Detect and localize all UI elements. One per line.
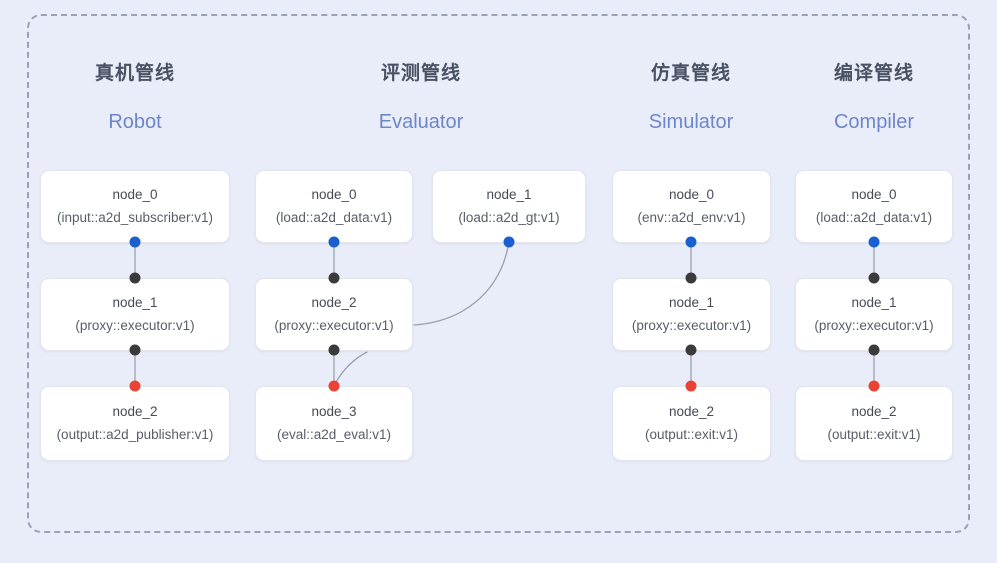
column-heading-simulator: 仿真管线 Simulator bbox=[601, 64, 781, 132]
node-evaluator-node-1[interactable]: node_1 (load::a2d_gt:v1) bbox=[432, 170, 586, 243]
node-name: node_2 bbox=[851, 404, 897, 420]
node-spec: (proxy::executor:v1) bbox=[75, 318, 195, 333]
port-output-evaluator-node-1[interactable] bbox=[503, 236, 515, 248]
edge-eval-gt-to-executor bbox=[413, 241, 510, 326]
node-spec: (input::a2d_subscriber:v1) bbox=[56, 210, 214, 225]
node-compiler-node-1[interactable]: node_1 (proxy::executor:v1) bbox=[795, 278, 953, 351]
column-title-en-evaluator: Evaluator bbox=[378, 111, 464, 133]
node-name: node_2 bbox=[311, 295, 357, 311]
node-name: node_1 bbox=[851, 295, 897, 311]
node-name: node_0 bbox=[668, 187, 715, 203]
node-name: node_3 bbox=[311, 404, 357, 420]
node-compiler-node-2[interactable]: node_2 (output::exit:v1) bbox=[795, 386, 953, 461]
node-spec: (output::exit:v1) bbox=[644, 427, 739, 442]
node-spec: (eval::a2d_eval:v1) bbox=[276, 427, 392, 442]
port-output-compiler-node-1[interactable] bbox=[868, 344, 880, 356]
port-output-compiler-node-0[interactable] bbox=[868, 236, 880, 248]
edge-eval-executor-to-node3 bbox=[333, 351, 368, 387]
node-spec: (proxy::executor:v1) bbox=[631, 318, 752, 333]
port-input-compiler-node-2[interactable] bbox=[868, 380, 880, 392]
node-name: node_2 bbox=[112, 404, 158, 420]
column-title-en-simulator: Simulator bbox=[648, 111, 734, 133]
column-heading-compiler: 编译管线 Compiler bbox=[784, 64, 964, 132]
node-name: node_1 bbox=[486, 187, 532, 203]
port-input-compiler-node-1[interactable] bbox=[868, 272, 880, 284]
port-input-robot-node-2[interactable] bbox=[129, 380, 141, 392]
node-spec: (load::a2d_gt:v1) bbox=[458, 210, 560, 225]
port-output-evaluator-node-2[interactable] bbox=[328, 344, 340, 356]
node-spec: (output::a2d_publisher:v1) bbox=[56, 427, 214, 442]
column-heading-robot: 真机管线 Robot bbox=[45, 64, 225, 132]
column-title-cn-evaluator: 评测管线 bbox=[380, 63, 461, 84]
column-title-cn-simulator: 仿真管线 bbox=[650, 63, 731, 84]
node-simulator-node-2[interactable]: node_2 (output::exit:v1) bbox=[612, 386, 771, 461]
node-name: node_2 bbox=[668, 404, 715, 420]
node-spec: (load::a2d_data:v1) bbox=[815, 210, 933, 225]
port-output-evaluator-node-0[interactable] bbox=[328, 236, 340, 248]
node-evaluator-node-0[interactable]: node_0 (load::a2d_data:v1) bbox=[255, 170, 413, 243]
node-simulator-node-1[interactable]: node_1 (proxy::executor:v1) bbox=[612, 278, 771, 351]
column-title-cn-compiler: 编译管线 bbox=[833, 63, 914, 84]
column-title-cn-robot: 真机管线 bbox=[94, 63, 175, 84]
port-output-simulator-node-1[interactable] bbox=[685, 344, 697, 356]
node-evaluator-node-2[interactable]: node_2 (proxy::executor:v1) bbox=[255, 278, 413, 351]
column-title-en-compiler: Compiler bbox=[833, 111, 915, 133]
node-robot-node-1[interactable]: node_1 (proxy::executor:v1) bbox=[40, 278, 230, 351]
column-title-en-robot: Robot bbox=[108, 111, 162, 133]
node-compiler-node-0[interactable]: node_0 (load::a2d_data:v1) bbox=[795, 170, 953, 243]
node-name: node_1 bbox=[112, 295, 158, 311]
node-spec: (proxy::executor:v1) bbox=[814, 318, 934, 333]
node-spec: (env::a2d_env:v1) bbox=[637, 210, 746, 225]
port-input-evaluator-node-2[interactable] bbox=[328, 272, 340, 284]
node-name: node_0 bbox=[851, 187, 897, 203]
port-input-simulator-node-2[interactable] bbox=[685, 380, 697, 392]
node-spec: (load::a2d_data:v1) bbox=[275, 210, 393, 225]
node-spec: (output::exit:v1) bbox=[827, 427, 921, 442]
port-output-simulator-node-0[interactable] bbox=[685, 236, 697, 248]
node-name: node_1 bbox=[668, 295, 715, 311]
port-input-simulator-node-1[interactable] bbox=[685, 272, 697, 284]
node-name: node_0 bbox=[112, 187, 158, 203]
node-name: node_0 bbox=[311, 187, 357, 203]
column-heading-evaluator: 评测管线 Evaluator bbox=[331, 64, 511, 132]
port-output-robot-node-0[interactable] bbox=[129, 236, 141, 248]
node-simulator-node-0[interactable]: node_0 (env::a2d_env:v1) bbox=[612, 170, 771, 243]
node-evaluator-node-3[interactable]: node_3 (eval::a2d_eval:v1) bbox=[255, 386, 413, 461]
port-input-evaluator-node-3[interactable] bbox=[328, 380, 340, 392]
node-robot-node-2[interactable]: node_2 (output::a2d_publisher:v1) bbox=[40, 386, 230, 461]
port-input-robot-node-1[interactable] bbox=[129, 272, 141, 284]
port-output-robot-node-1[interactable] bbox=[129, 344, 141, 356]
node-robot-node-0[interactable]: node_0 (input::a2d_subscriber:v1) bbox=[40, 170, 230, 243]
node-spec: (proxy::executor:v1) bbox=[274, 318, 394, 333]
